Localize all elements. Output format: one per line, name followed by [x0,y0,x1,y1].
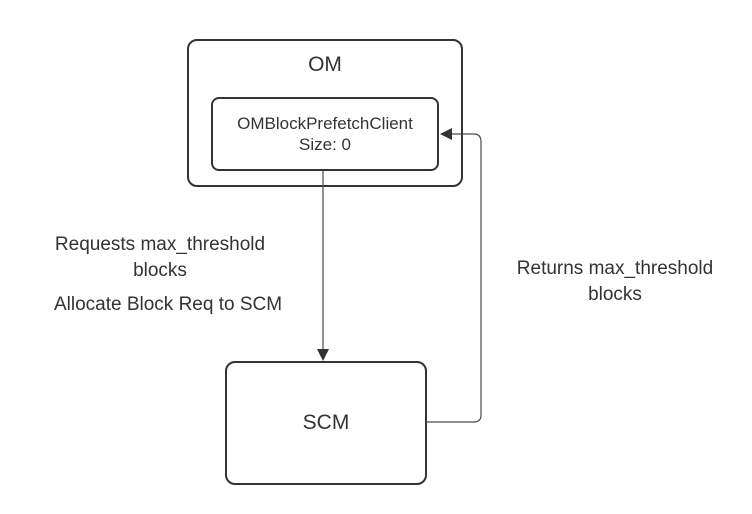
prefetch-client-name: OMBlockPrefetchClient [237,114,413,133]
request-label-line2: blocks [133,260,187,281]
prefetch-client-size: Size: 0 [299,135,351,154]
response-connector [426,133,482,423]
response-arrowhead [440,128,452,140]
response-label-line2: blocks [588,284,642,305]
scm-label: SCM [302,411,350,434]
scm-box[interactable] [225,361,427,485]
request-label-line3: Allocate Block Req to SCM [53,294,283,315]
prefetch-client-box[interactable] [211,97,439,171]
om-label: OM [308,53,342,76]
response-label-line1: Returns max_threshold [516,258,714,279]
request-arrowhead [317,349,329,361]
request-label-line1: Requests max_threshold [54,234,266,255]
